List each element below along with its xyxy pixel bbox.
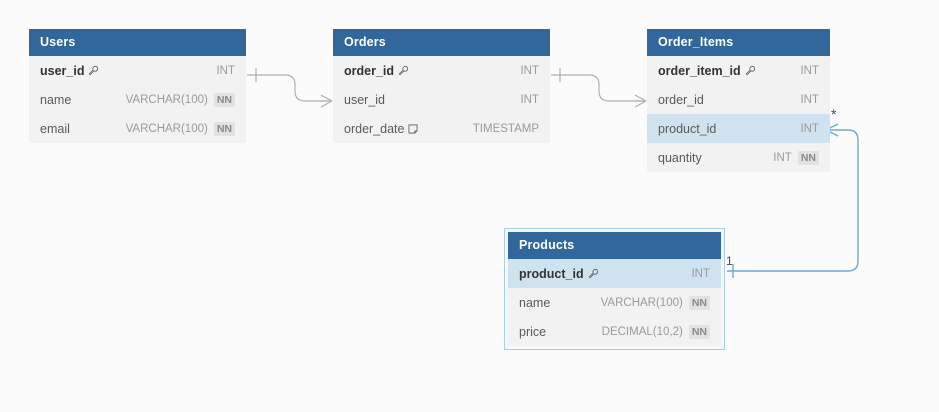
column-name-order-item-id: order_item_id (658, 63, 741, 78)
column-type-name: VARCHAR(100) (125, 93, 208, 106)
column-row-user-id[interactable]: user_id INT (29, 56, 246, 85)
column-row-order-id-fk[interactable]: order_id INT (647, 85, 830, 114)
column-name-quantity: quantity (658, 150, 702, 165)
key-icon (588, 268, 599, 279)
column-row-order-date[interactable]: order_date TIMESTAMP (333, 114, 550, 143)
column-name-product-id-fk: product_id (658, 121, 717, 136)
entity-body-orders: order_id INT user_id INT (333, 56, 550, 143)
crow-foot-marker (320, 94, 333, 108)
relationship-users-orders (247, 68, 333, 108)
entity-header-products[interactable]: Products (508, 232, 721, 259)
column-name-name: name (40, 92, 72, 107)
entity-header-orders[interactable]: Orders (333, 29, 550, 56)
column-type-quantity: INT (773, 151, 792, 164)
key-icon (398, 65, 409, 76)
column-row-price[interactable]: price DECIMAL(10,2) NN (508, 317, 721, 346)
not-null-badge: NN (688, 324, 710, 339)
column-type-user-id-fk: INT (520, 93, 539, 106)
cardinality-label-one: 1 (726, 254, 733, 268)
column-type-product-id-fk: INT (800, 122, 819, 135)
entity-body-users: user_id INT name VARCHAR(100) (29, 56, 246, 143)
column-row-email[interactable]: email VARCHAR(100) NN (29, 114, 246, 143)
column-row-product-name[interactable]: name VARCHAR(100) NN (508, 288, 721, 317)
column-type-product-id: INT (691, 267, 710, 280)
entity-table-order-items[interactable]: Order_Items order_item_id INT orde (647, 29, 830, 172)
entity-header-users[interactable]: Users (29, 29, 246, 56)
column-row-order-id[interactable]: order_id INT (333, 56, 550, 85)
column-name-email: email (40, 121, 70, 136)
column-row-name[interactable]: name VARCHAR(100) NN (29, 85, 246, 114)
column-row-order-item-id[interactable]: order_item_id INT (647, 56, 830, 85)
column-name-user-id: user_id (40, 63, 85, 78)
not-null-badge: NN (688, 295, 710, 310)
column-name-order-id-fk: order_id (658, 92, 704, 107)
column-name-user-id-fk: user_id (344, 92, 385, 107)
column-type-order-id-fk: INT (800, 93, 819, 106)
entity-body-products: product_id INT name VARCHAR(100) (508, 259, 721, 346)
crow-foot-marker (634, 94, 647, 108)
entity-table-users[interactable]: Users user_id INT name (29, 29, 246, 143)
column-type-product-name: VARCHAR(100) (600, 296, 683, 309)
column-row-product-id-fk[interactable]: product_id INT (647, 114, 830, 143)
column-type-order-id: INT (520, 64, 539, 77)
key-icon (745, 65, 756, 76)
column-name-order-date: order_date (344, 121, 405, 136)
entity-table-products[interactable]: Products product_id INT name (504, 228, 725, 350)
not-null-badge: NN (213, 121, 235, 136)
column-type-price: DECIMAL(10,2) (601, 325, 683, 338)
column-name-order-id: order_id (344, 63, 395, 78)
entity-body-order-items: order_item_id INT order_id INT (647, 56, 830, 172)
not-null-badge: NN (797, 150, 819, 165)
column-name-price: price (519, 324, 547, 339)
relationship-orders-orderitems (551, 68, 647, 108)
cardinality-label-many: * (831, 106, 837, 122)
column-type-user-id: INT (216, 64, 235, 77)
column-name-product-id: product_id (519, 266, 584, 281)
entity-header-order-items[interactable]: Order_Items (647, 29, 830, 56)
column-type-order-date: TIMESTAMP (472, 122, 539, 135)
column-row-quantity[interactable]: quantity INT NN (647, 143, 830, 172)
column-type-order-item-id: INT (800, 64, 819, 77)
column-type-email: VARCHAR(100) (125, 122, 208, 135)
not-null-badge: NN (213, 92, 235, 107)
column-row-product-id[interactable]: product_id INT (508, 259, 721, 288)
column-row-user-id-fk[interactable]: user_id INT (333, 85, 550, 114)
key-icon (88, 65, 99, 76)
column-name-product-name: name (519, 295, 551, 310)
note-icon (408, 124, 418, 134)
entity-table-orders[interactable]: Orders order_id INT user_id (333, 29, 550, 143)
